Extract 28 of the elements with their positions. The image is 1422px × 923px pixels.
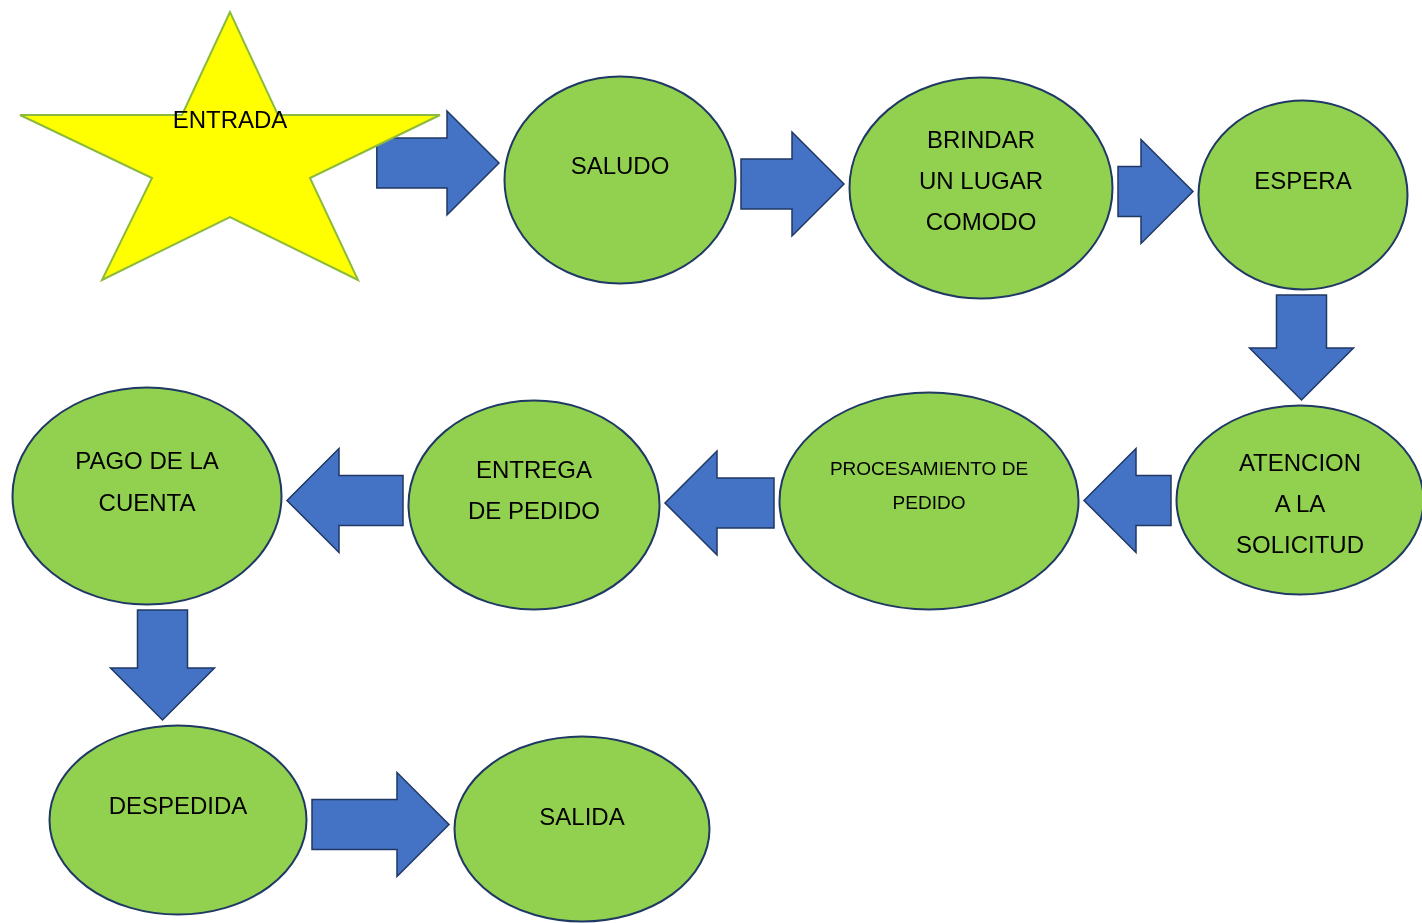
block-arrow — [285, 446, 404, 555]
process-ellipse — [11, 386, 283, 606]
process-ellipse — [407, 399, 661, 611]
block-arrow — [376, 109, 501, 217]
node-label: PAGO DE LA CUENTA — [74, 446, 220, 518]
block-arrow — [740, 130, 846, 238]
block-arrow — [663, 449, 775, 557]
block-arrow — [1082, 446, 1172, 555]
block-arrow — [1247, 294, 1356, 402]
node-label: ESPERA — [1254, 166, 1352, 196]
block-arrow — [1117, 137, 1195, 246]
node-label: ATENCION A LA SOLICITUD — [1235, 447, 1365, 560]
process-ellipse — [503, 75, 737, 285]
process-ellipse — [48, 724, 308, 916]
process-ellipse — [778, 391, 1080, 611]
node-label: SALUDO — [570, 151, 670, 181]
block-arrow — [108, 609, 217, 722]
process-ellipse — [453, 735, 711, 923]
star-shape — [20, 12, 440, 280]
node-label: BRINDAR UN LUGAR COMODO — [918, 124, 1044, 237]
node-label: SALIDA — [539, 802, 625, 832]
block-arrow — [311, 770, 451, 879]
process-ellipse — [1197, 99, 1409, 291]
process-ellipse — [848, 76, 1114, 300]
node-label: ENTRADA — [172, 105, 288, 135]
node-label: ENTREGA DE PEDIDO — [467, 455, 601, 526]
node-label: DESPEDIDA — [108, 791, 248, 821]
node-label: PROCESAMIENTO DE PEDIDO — [829, 457, 1029, 515]
